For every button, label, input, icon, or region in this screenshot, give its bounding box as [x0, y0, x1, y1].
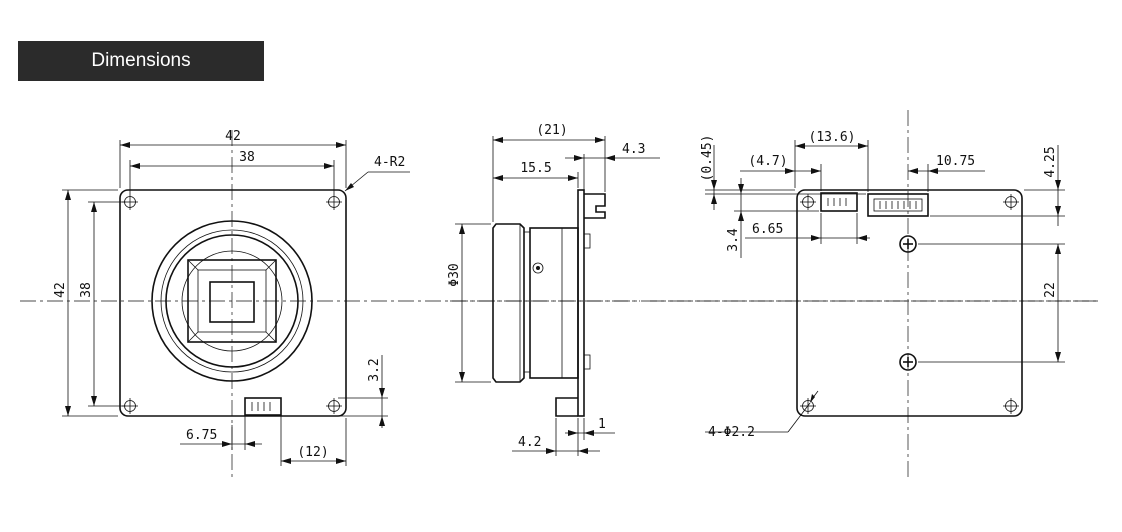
dim-lens-diameter: Φ30 [447, 263, 462, 286]
lens-outer-ring [151, 220, 313, 382]
dim-front-width-38: 38 [239, 150, 255, 165]
side-lens [492, 223, 525, 383]
dim-small-offset: (0.45) [700, 135, 715, 182]
dim-connector-distance: (12) [297, 445, 328, 460]
lens-ring-2 [160, 229, 304, 373]
front-connector [244, 397, 282, 416]
dim-top-offset: 4.25 [1043, 146, 1058, 177]
lens-inner-ring [181, 250, 283, 352]
dim-screw-spacing: 22 [1043, 282, 1058, 298]
dim-plate-thickness: 4.2 [518, 435, 541, 450]
sensor-mid [197, 269, 267, 333]
dim-connector-span: (13.6) [809, 130, 856, 145]
sensor-outer [187, 259, 277, 343]
rear-screw-top [899, 235, 917, 253]
dim-connector-position: (4.7) [748, 154, 787, 169]
side-screw [532, 262, 544, 274]
lens-ring-3 [165, 234, 299, 368]
front-body-outline [119, 189, 347, 417]
dim-small-height: 3.4 [726, 228, 741, 252]
side-top-connector [584, 193, 606, 219]
dim-connector-offset: 6.75 [186, 428, 217, 443]
dim-right-offset: 10.75 [936, 154, 975, 169]
dim-flange: 1 [598, 417, 606, 432]
dim-corner-radius: 4-R2 [374, 155, 405, 170]
dim-connector-height: 3.2 [367, 358, 382, 381]
rear-view: (13.6) (4.7) 10.75 (0.45) 3.4 6.65 4.25 [650, 110, 1100, 478]
rear-large-connector [867, 193, 929, 217]
section-title: Dimensions [18, 41, 264, 81]
dim-front-width-42: 42 [225, 129, 241, 144]
dim-front-height-42: 42 [53, 282, 68, 298]
side-plate [577, 189, 585, 417]
sensor-inner [209, 281, 255, 323]
dim-overall-length: (21) [536, 123, 567, 138]
rear-screw-bottom [899, 353, 917, 371]
dim-body-length: 15.5 [520, 161, 551, 176]
rear-small-connector [820, 192, 858, 212]
side-view: (21) 4.3 15.5 Φ30 4.2 1 [447, 123, 660, 456]
rear-body-outline [796, 189, 1023, 417]
dim-mount-holes: 4-Φ2.2 [708, 425, 755, 440]
front-view: 42 38 4-R2 42 38 3.2 6.75 (12) [53, 129, 410, 478]
dim-connector-width: 6.65 [752, 222, 783, 237]
side-bottom-connector [555, 397, 578, 417]
dim-connector-protrusion: 4.3 [622, 142, 645, 157]
side-body [529, 227, 579, 379]
dim-front-height-38: 38 [79, 282, 94, 298]
